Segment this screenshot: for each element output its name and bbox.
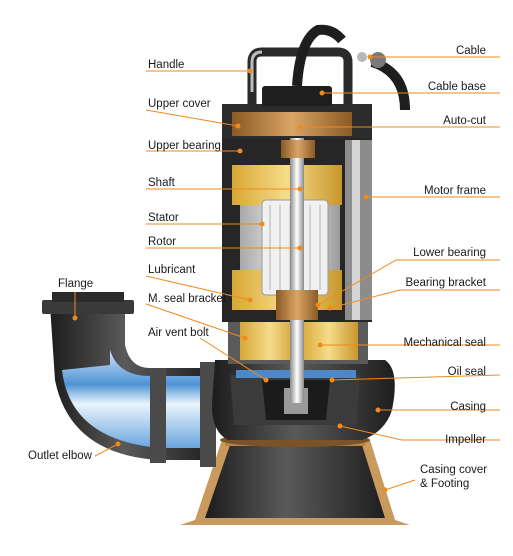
label-impeller: Impeller <box>445 434 486 446</box>
label-stator: Stator <box>148 212 179 224</box>
label-rotor: Rotor <box>148 236 177 248</box>
label-outlet-elbow: Outlet elbow <box>28 450 92 462</box>
label-casing: Casing <box>450 401 486 413</box>
label-casing-cover-line2: & Footing <box>420 478 470 490</box>
label-auto-cut: Auto-cut <box>443 115 486 127</box>
handle-body <box>247 24 410 111</box>
label-m-seal-bracket: M. seal bracket <box>148 293 226 305</box>
label-handle: Handle <box>148 59 185 71</box>
label-lubricant: Lubricant <box>148 264 196 276</box>
upper-cover-body <box>222 104 372 158</box>
label-upper-bearing: Upper bearing <box>148 140 221 152</box>
label-lower-bearing: Lower bearing <box>413 247 486 259</box>
label-mechanical-seal: Mechanical seal <box>403 337 486 349</box>
label-air-vent-bolt: Air vent bolt <box>148 327 209 339</box>
label-bearing-bracket: Bearing bracket <box>405 277 486 289</box>
label-flange: Flange <box>58 278 94 290</box>
leader-lines <box>74 56 501 491</box>
label-shaft: Shaft <box>148 177 175 189</box>
label-cable-base: Cable base <box>427 81 486 93</box>
outlet-elbow-body <box>42 292 216 467</box>
label-cable: Cable <box>455 45 486 57</box>
label-casing-cover-line1: Casing cover <box>420 464 488 476</box>
bearing-bracket-body <box>276 290 318 320</box>
shaft-body <box>290 128 304 403</box>
label-upper-cover: Upper cover <box>148 98 211 110</box>
leader-dots <box>72 54 388 493</box>
label-oil-seal: Oil seal <box>447 366 486 378</box>
label-motor-frame: Motor frame <box>424 185 486 197</box>
